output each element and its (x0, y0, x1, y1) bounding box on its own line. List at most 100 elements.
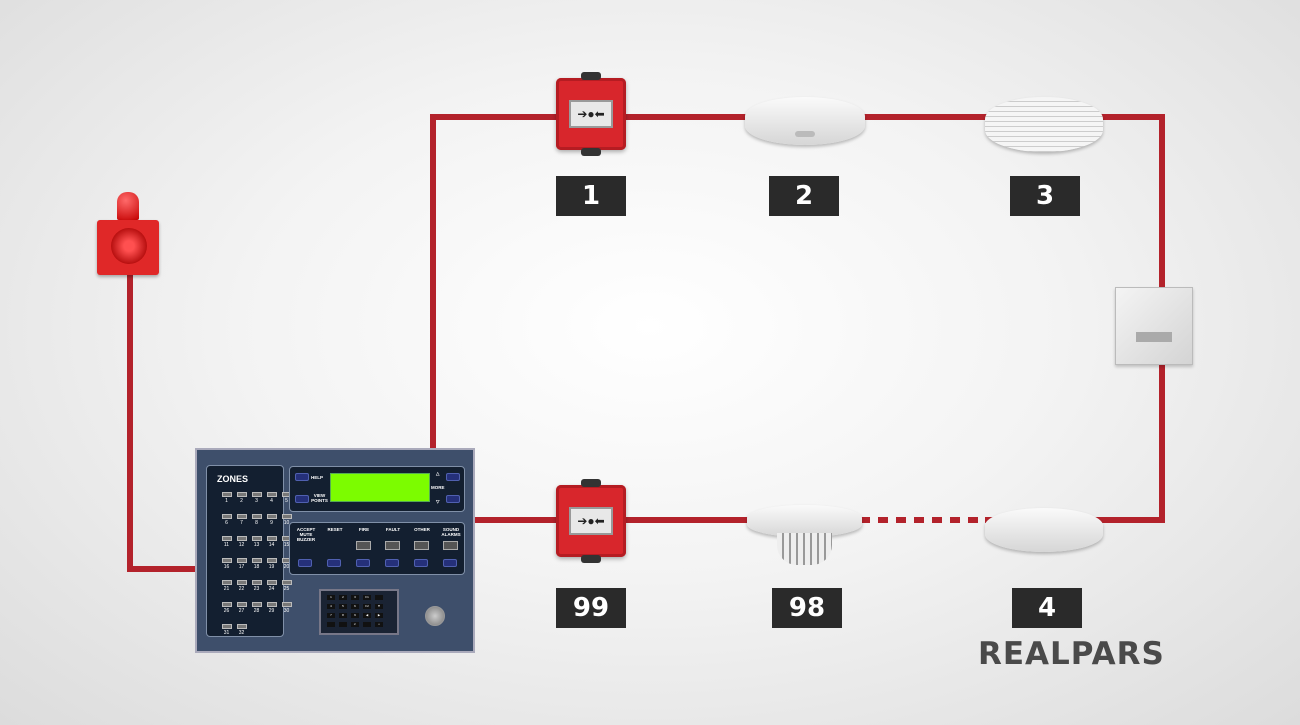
keypad-key[interactable] (375, 595, 383, 600)
control-button[interactable] (356, 559, 370, 567)
zone-number: 17 (238, 564, 245, 570)
zone-led (221, 624, 232, 629)
display-box: HELP VIEW POINTS △ MORE ▽ (289, 466, 465, 512)
zone-number: 2 (240, 498, 243, 504)
zone-indicator: 27 (234, 602, 249, 619)
zone-indicator: 30 (279, 602, 294, 619)
zone-number: 22 (238, 586, 245, 592)
status-led (385, 541, 400, 550)
zone-indicator: 13 (249, 536, 264, 553)
zone-indicator: 10 (279, 514, 294, 531)
keypad-key[interactable]: 8 (339, 613, 347, 618)
more-label: MORE (431, 485, 445, 490)
zone-indicator: 4 (264, 492, 279, 509)
control-label: FIRE (358, 527, 370, 532)
zone-led (251, 536, 262, 541)
zone-number: 18 (253, 564, 260, 570)
keypad-key[interactable]: 3 (351, 595, 359, 600)
keypad-key[interactable] (339, 622, 347, 627)
keypad-key[interactable] (363, 622, 371, 627)
device-label-98: 98 (772, 588, 842, 628)
zone-number: 31 (223, 630, 230, 636)
zone-led (236, 624, 247, 629)
keypad-key[interactable]: ▼ (375, 604, 383, 609)
interface-module (1115, 287, 1193, 365)
device-label-1: 1 (556, 176, 626, 216)
control-button[interactable] (385, 559, 399, 567)
up-button[interactable] (446, 473, 460, 481)
keypad-key[interactable]: 5 (339, 604, 347, 609)
zone-led (281, 580, 292, 585)
zone-led (221, 536, 232, 541)
zone-indicator: 21 (219, 580, 234, 597)
zone-number: 13 (253, 542, 260, 548)
keypad-key[interactable]: 1 (327, 595, 335, 600)
zones-title: ZONES (217, 474, 249, 484)
beacon-sounder (97, 192, 159, 276)
zone-number: 5 (285, 498, 288, 504)
keypad-key[interactable]: ⌂ (375, 622, 383, 627)
zone-led (221, 558, 232, 563)
zone-led (251, 602, 262, 607)
zone-led (281, 514, 292, 519)
device-label-3: 3 (1010, 176, 1080, 216)
zone-indicator: 12 (234, 536, 249, 553)
zone-indicator: 24 (264, 580, 279, 597)
keypad-key[interactable]: 7 (327, 613, 335, 618)
keypad-key[interactable]: 9 (351, 613, 359, 618)
keypad-key[interactable]: 6 (351, 604, 359, 609)
help-button[interactable] (295, 473, 309, 481)
keypad-key[interactable]: 4 (327, 604, 335, 609)
zone-led (236, 492, 247, 497)
control-button[interactable] (298, 559, 312, 567)
zone-indicator: 25 (279, 580, 294, 597)
keypad-key[interactable] (327, 622, 335, 627)
zone-led (221, 602, 232, 607)
control-button[interactable] (443, 559, 457, 567)
help-label: HELP (311, 475, 324, 480)
keypad-key[interactable]: F2 (363, 604, 371, 609)
zone-indicator: 3 (249, 492, 264, 509)
status-led (443, 541, 458, 550)
keypad-key[interactable]: ↵ (351, 622, 359, 627)
control-label: SOUND ALARMS (441, 527, 461, 537)
zone-indicator: 9 (264, 514, 279, 531)
up-arrow-icon: △ (436, 471, 440, 476)
zone-number: 20 (283, 564, 290, 570)
key-switch[interactable] (425, 606, 445, 626)
keypad-key[interactable]: F1 (363, 595, 371, 600)
zone-led (251, 514, 262, 519)
zone-number: 23 (253, 586, 260, 592)
device-label-2: 2 (769, 176, 839, 216)
wire-loop-dotted (860, 517, 985, 523)
realpars-logo: REALPARS (978, 636, 1165, 672)
zone-number: 19 (268, 564, 275, 570)
control-button[interactable] (414, 559, 428, 567)
zone-indicator: 2 (234, 492, 249, 509)
control-button[interactable] (327, 559, 341, 567)
zone-number: 28 (253, 608, 260, 614)
zone-indicator: 23 (249, 580, 264, 597)
zone-indicator: 16 (219, 558, 234, 575)
zone-number: 26 (223, 608, 230, 614)
zone-number: 4 (270, 498, 273, 504)
control-label: RESET (327, 527, 343, 532)
zone-number: 9 (270, 520, 273, 526)
zone-led (251, 492, 262, 497)
keypad-key[interactable]: ◀ (363, 613, 371, 618)
zone-led (266, 580, 277, 585)
status-led (356, 541, 371, 550)
zone-number: 24 (268, 586, 275, 592)
down-button[interactable] (446, 495, 460, 503)
keypad-key[interactable]: ▶ (375, 613, 383, 618)
view-points-button[interactable] (295, 495, 309, 503)
zone-number: 1 (225, 498, 228, 504)
zone-indicator: 19 (264, 558, 279, 575)
zone-indicator: 8 (249, 514, 264, 531)
zone-led (251, 580, 262, 585)
keypad-key[interactable]: 2 (339, 595, 347, 600)
